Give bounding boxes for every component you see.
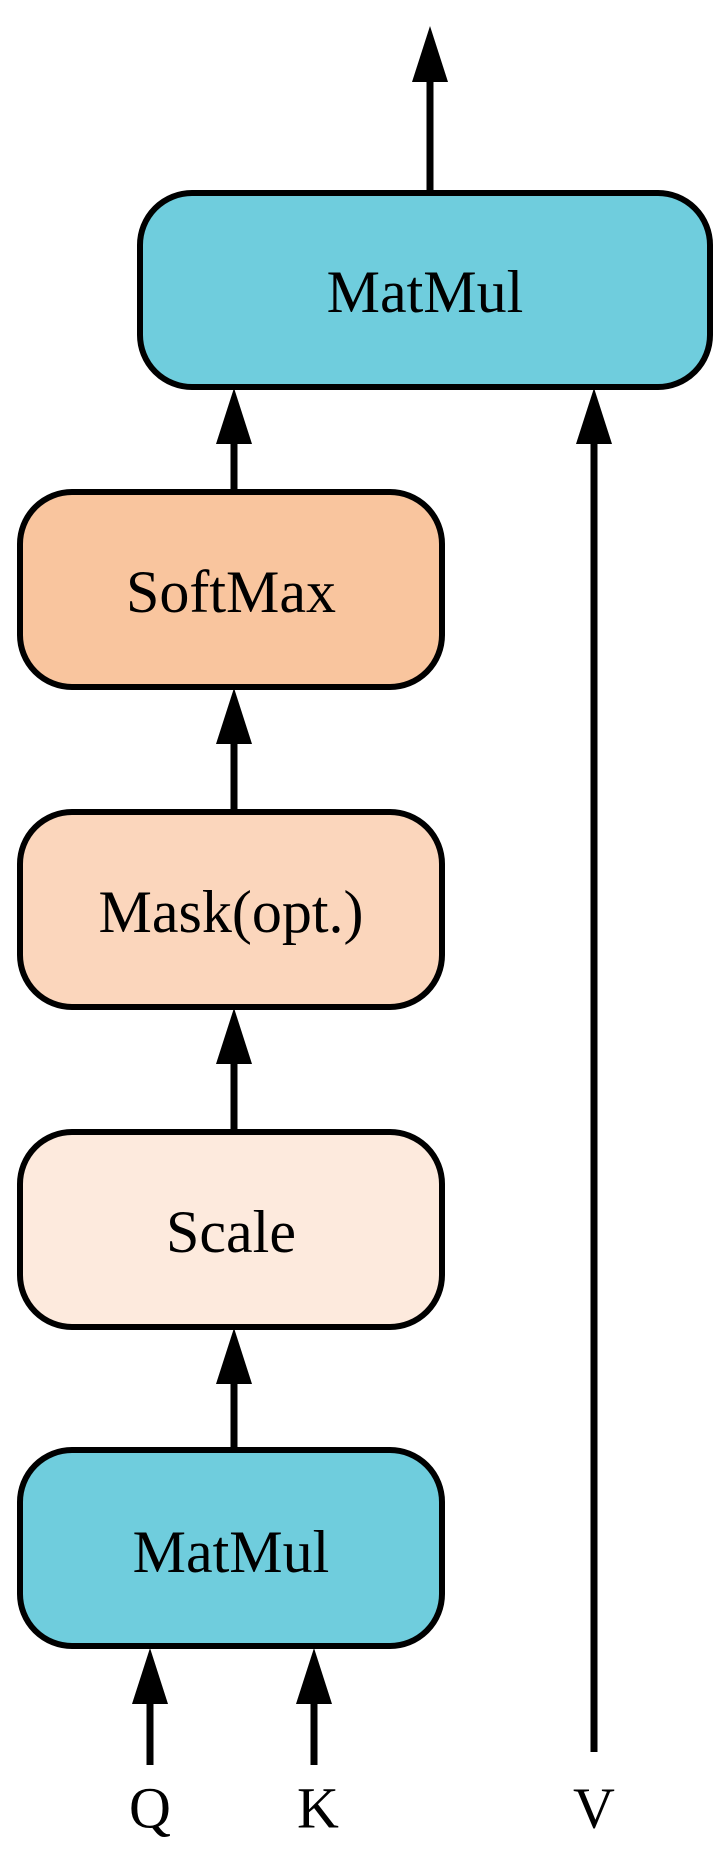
softmax-label: SoftMax bbox=[126, 559, 336, 625]
scale-label: Scale bbox=[166, 1199, 296, 1265]
input-q-label: Q bbox=[129, 1776, 171, 1841]
input-v-label: V bbox=[573, 1776, 615, 1841]
arrow-k-to-matmul-bottom bbox=[296, 1648, 332, 1765]
matmul-top-box bbox=[137, 190, 713, 390]
matmul-bottom-label: MatMul bbox=[133, 1519, 330, 1585]
arrow-matmul-bottom-to-scale bbox=[216, 1328, 252, 1448]
softmax-box bbox=[17, 489, 445, 690]
arrow-q-to-matmul-bottom bbox=[132, 1648, 168, 1765]
mask-block: Mask(opt.) bbox=[17, 809, 445, 1010]
scale-block: Scale bbox=[17, 1129, 445, 1330]
arrow-scale-to-mask bbox=[216, 1008, 252, 1130]
mask-box bbox=[17, 809, 445, 1010]
softmax-block: SoftMax bbox=[17, 489, 445, 690]
matmul-bottom-block: MatMul bbox=[17, 1447, 445, 1649]
input-k-label: K bbox=[297, 1776, 339, 1841]
arrow-matmul-top-output bbox=[412, 26, 448, 190]
arrow-softmax-to-matmul-top bbox=[216, 388, 252, 490]
arrow-v-to-matmul-top bbox=[576, 388, 612, 1752]
matmul-top-block: MatMul bbox=[137, 190, 713, 390]
arrow-mask-to-softmax bbox=[216, 688, 252, 810]
scale-box bbox=[17, 1129, 445, 1330]
matmul-bottom-box bbox=[17, 1447, 445, 1649]
mask-label: Mask(opt.) bbox=[99, 879, 364, 945]
matmul-top-label: MatMul bbox=[327, 259, 524, 325]
